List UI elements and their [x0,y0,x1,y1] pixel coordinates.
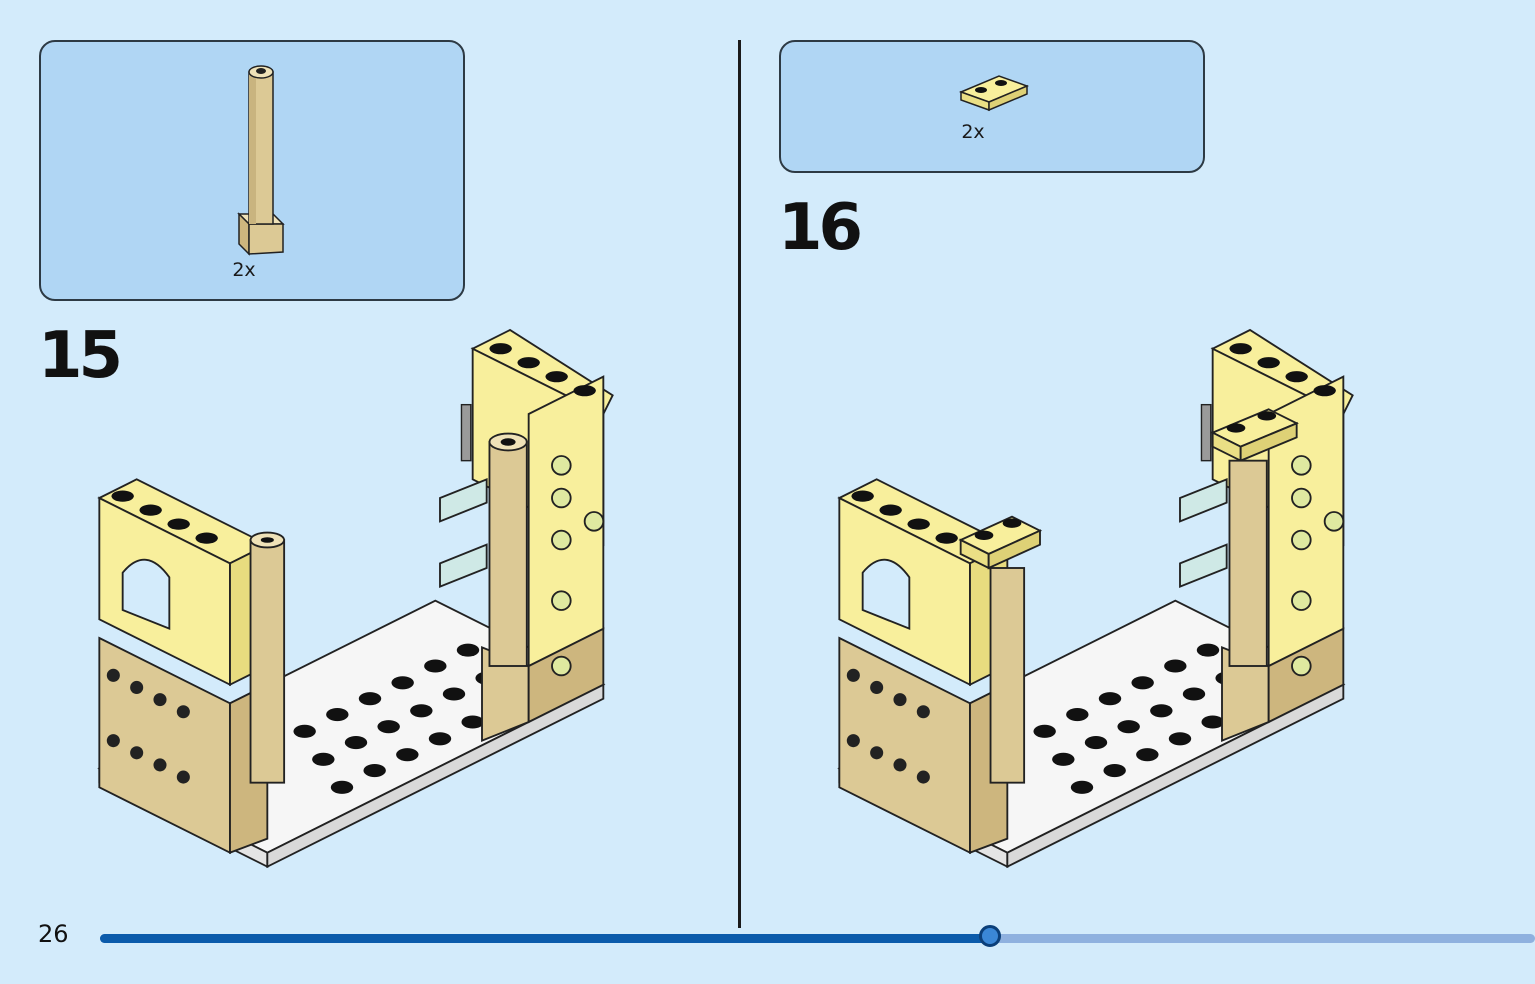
step-15-model-illustration [97,328,614,869]
part-quantity: 2x [232,259,256,281]
tan-bar-part-icon [237,65,285,256]
parts-callout-step-16: 2x [779,40,1205,173]
progress-fill [100,934,990,943]
step-number-16: 16 [778,191,863,265]
parts-callout-step-15: 2x [39,40,465,301]
progress-knob[interactable] [979,925,1001,947]
step-16-model-illustration [837,328,1354,869]
part-quantity: 2x [961,121,985,143]
step-divider [738,40,741,928]
yellow-plate-part-icon [958,75,1030,112]
page-number: 26 [38,920,69,948]
step-number-15: 15 [38,319,123,393]
